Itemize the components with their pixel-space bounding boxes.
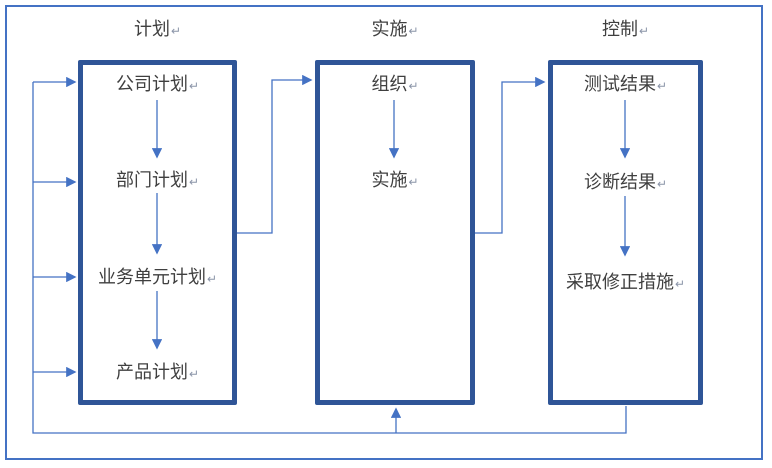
plan-to-implementation-connector [237,74,313,234]
node-implement: 实施↵ [315,168,475,193]
node-diagnose-results-text: 诊断结果 [583,172,656,192]
paragraph-mark-icon: ↵ [408,79,419,93]
paragraph-mark-icon: ↵ [188,367,200,381]
paragraph-mark-icon: ↵ [206,272,218,286]
paragraph-mark-icon: ↵ [638,24,650,38]
column-title-control-text: 控制 [601,19,638,39]
node-corrective-action-text: 采取修正措施 [565,272,674,292]
node-corrective-action: 采取修正措施↵ [548,270,703,295]
node-organize-text: 组织 [371,74,408,94]
column-title-plan-text: 计划 [133,19,170,39]
plan-box [78,60,237,405]
paragraph-mark-icon: ↵ [188,79,200,93]
paragraph-mark-icon: ↵ [408,24,419,38]
node-department-plan: 部门计划↵ [78,168,237,193]
node-organize: 组织↵ [315,72,475,97]
node-business-unit-plan-text: 业务单元计划 [97,267,206,287]
paragraph-mark-icon: ↵ [674,277,686,291]
node-test-results: 测试结果↵ [548,72,703,97]
feedback-loop-line [32,82,627,434]
node-test-results-text: 测试结果 [583,74,656,94]
control-box [548,60,703,405]
column-title-plan: 计划↵ [78,17,237,42]
node-company-plan-text: 公司计划 [115,74,188,94]
node-business-unit-plan: 业务单元计划↵ [78,265,237,290]
column-title-control: 控制↵ [548,17,703,42]
column-title-implementation: 实施↵ [315,17,475,42]
diagram-outer-border [5,5,763,460]
node-company-plan: 公司计划↵ [78,72,237,97]
paragraph-mark-icon: ↵ [170,24,182,38]
node-implement-text: 实施 [371,170,408,190]
implementation-box [315,60,475,405]
paragraph-mark-icon: ↵ [656,177,668,191]
node-department-plan-text: 部门计划 [115,170,188,190]
node-product-plan-text: 产品计划 [115,362,188,382]
node-product-plan: 产品计划↵ [78,360,237,385]
node-diagnose-results: 诊断结果↵ [548,170,703,195]
paragraph-mark-icon: ↵ [188,175,200,189]
paragraph-mark-icon: ↵ [408,175,419,189]
column-title-implementation-text: 实施 [371,19,408,39]
implementation-to-control-connector [475,76,546,234]
paragraph-mark-icon: ↵ [656,79,668,93]
